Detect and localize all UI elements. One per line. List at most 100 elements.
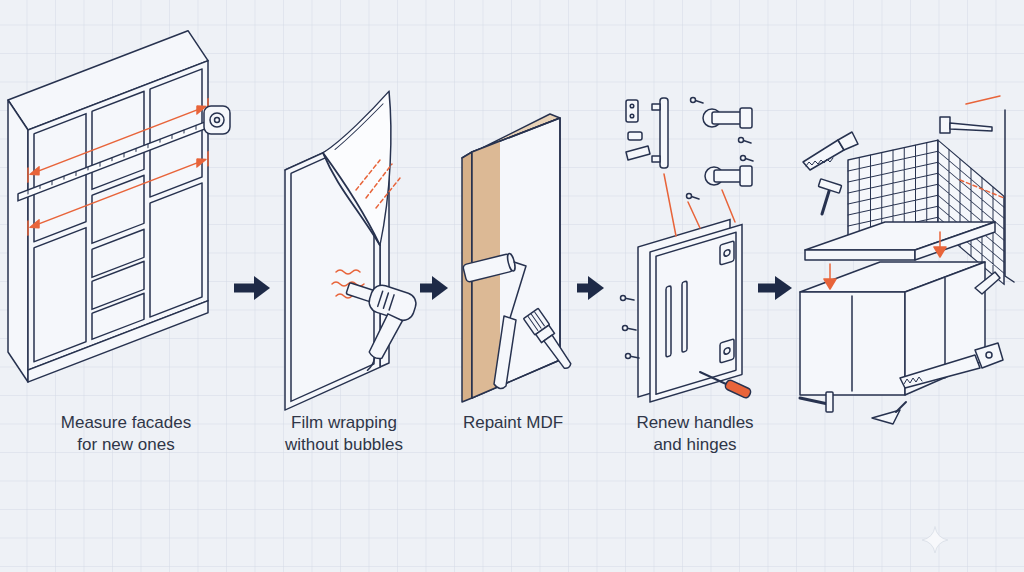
hardware-illustration-part [740, 108, 752, 128]
hardware-illustration-part [700, 372, 726, 384]
film-wrap-illustration-part [326, 275, 419, 378]
hardware-illustration-part [664, 174, 735, 236]
step-panel: Repaint MDF [450, 90, 575, 456]
kitchen-illustration-part [838, 132, 858, 150]
step-panel: Renew handles and hinges [606, 90, 765, 460]
hardware-illustration-part [621, 296, 626, 301]
hardware-illustration-part [691, 98, 696, 103]
flow-arrow-figure [758, 276, 792, 300]
film-wrap-illustration-part [335, 104, 383, 150]
hardware-illustration [621, 98, 754, 403]
hardware-illustration-part [664, 174, 676, 236]
kitchen-illustration-part [806, 158, 833, 166]
step-caption: Measure facades for new ones [56, 412, 196, 456]
hardware-illustration-part [740, 166, 752, 186]
kitchen-illustration-part [803, 140, 844, 170]
hardware-illustration-part [688, 202, 700, 228]
kitchen-illustration-part [800, 398, 828, 404]
film-wrap-illustration-part [356, 160, 380, 190]
hardware-illustration-part [714, 170, 742, 182]
film-wrap-illustration-part [285, 90, 391, 410]
wardrobe-illustration-part [34, 228, 86, 362]
kitchen-illustration-part [900, 355, 980, 388]
wardrobe-illustration-part [32, 160, 204, 226]
kitchen-illustration [800, 96, 1014, 424]
hardware-illustration-part [741, 156, 746, 161]
mdf-board-illustration-part [472, 118, 560, 398]
hardware-illustration-part [656, 232, 736, 394]
kitchen-illustration-part [818, 179, 841, 193]
wardrobe-illustration-part [30, 220, 39, 231]
hardware-illustration-part [720, 339, 734, 363]
flow-arrow [420, 284, 436, 293]
wardrobe-illustration-part [204, 106, 230, 134]
kitchen-illustration-part [904, 377, 922, 384]
wardrobe-illustration-part [28, 121, 208, 194]
hardware-illustration-part [623, 326, 628, 331]
hardware-illustration-part [626, 100, 638, 122]
kitchen-illustration-part [966, 96, 1000, 104]
step-caption: Renew handles and hinges [628, 412, 763, 456]
hardware-illustration-part [724, 379, 752, 399]
hardware-illustration-part [652, 156, 660, 162]
film-wrap-illustration-part [323, 90, 391, 271]
step-panel: Measure facades for new ones [18, 90, 232, 460]
film-wrap-illustration-part [366, 164, 392, 198]
wardrobe-illustration-part [210, 113, 224, 127]
kitchen-illustration-part [824, 279, 836, 289]
wardrobe-illustration-part [28, 152, 208, 235]
hardware-illustration-part [690, 100, 753, 199]
hardware-illustration-part [687, 194, 692, 199]
hardware-illustration-part [724, 379, 752, 399]
hardware-illustration-part [652, 104, 660, 110]
mdf-board-illustration-part [544, 335, 573, 370]
kitchen-illustration-part [950, 123, 992, 131]
hardware-illustration-part [630, 114, 634, 118]
flow-arrow-figure-part [775, 276, 792, 300]
kitchen-illustration-part [940, 117, 950, 133]
kitchen-illustration-part [939, 232, 941, 248]
wardrobe-illustration-part [18, 118, 214, 200]
wardrobe-illustration-part [8, 100, 28, 382]
hardware-illustration-part [626, 354, 631, 359]
hardware-illustration-part [628, 132, 642, 140]
hardware-illustration-part [720, 241, 734, 265]
kitchen-illustration-part [975, 343, 1003, 368]
wardrobe-illustration-part [18, 58, 214, 385]
hardware-illustration-part [722, 190, 735, 222]
hardware-illustration-part [703, 108, 752, 128]
hardware-illustration-part [626, 146, 650, 160]
kitchen-illustration-part [818, 179, 841, 193]
hardware-illustration-part [630, 104, 634, 108]
film-wrap-illustration-part [378, 291, 394, 310]
mdf-board-illustration-part [510, 262, 526, 318]
watermark-sparkle [922, 527, 948, 553]
hardware-illustration-part [724, 347, 730, 355]
kitchen-illustration-part [915, 222, 995, 260]
step-caption: Repaint MDF [453, 412, 573, 434]
film-wrap-illustration [285, 90, 419, 410]
wardrobe-illustration-part [32, 107, 204, 173]
wardrobe-illustration-part [150, 183, 202, 317]
mdf-board-illustration-part [463, 253, 514, 282]
mdf-board-illustration-part [494, 316, 516, 389]
wardrobe-illustration-part [197, 155, 206, 166]
caption-block: Measure facades for new ones [56, 412, 196, 456]
kitchen-illustration-part [826, 392, 833, 412]
hardware-illustration-part [712, 112, 742, 124]
kitchen-illustration-part [934, 247, 946, 257]
film-wrap-illustration-part [336, 270, 360, 274]
hardware-illustration-part [705, 166, 752, 186]
step-caption: Film wrapping without bubbles [277, 412, 412, 456]
kitchen-illustration-part [986, 352, 992, 358]
kitchen-illustration-part [829, 264, 831, 280]
film-wrap-illustration-part [368, 312, 403, 362]
wardrobe-illustration-part [28, 99, 208, 235]
film-wrap-illustration-part [332, 160, 400, 298]
mdf-board-illustration-part [463, 253, 517, 283]
wardrobe-illustration [8, 31, 230, 386]
